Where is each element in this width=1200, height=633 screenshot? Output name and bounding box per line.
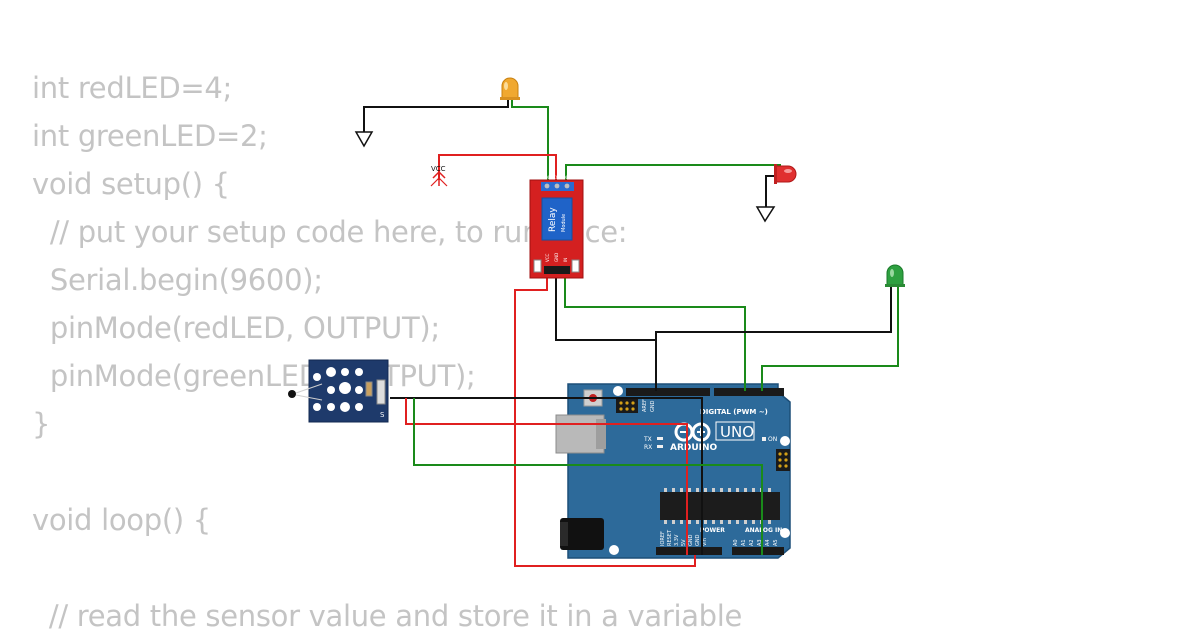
on-led: [762, 437, 766, 441]
wire-red[interactable]: [405, 398, 688, 555]
wire-green[interactable]: [511, 100, 549, 182]
code-line: void loop() {: [32, 503, 211, 537]
relay-bottom-pin-label: IN: [563, 258, 568, 262]
ground-symbol: [354, 131, 374, 148]
mounting-hole: [780, 528, 790, 538]
power-pin-label: RESET: [667, 529, 673, 546]
wire-black[interactable]: [390, 397, 703, 555]
thermistor-lead: [295, 383, 323, 394]
code-line: int redLED=4;: [32, 71, 232, 105]
mounting-hole: [613, 386, 623, 396]
sensor-pads: [313, 367, 363, 412]
thermistor-lead: [295, 394, 323, 401]
relay-terminal-screw: [554, 183, 560, 189]
analog-label: ANALOG IN: [745, 527, 782, 534]
wire-black[interactable]: [655, 285, 892, 340]
brand-label: ARDUINO: [670, 443, 718, 453]
dc-power-jack: [560, 518, 604, 550]
relay-coil: [541, 197, 573, 241]
wire-red[interactable]: [514, 278, 696, 567]
wire-green[interactable]: [761, 285, 899, 391]
code-line: Serial.begin(9600);: [32, 263, 323, 297]
on-label: ON: [768, 436, 777, 443]
sensor-header: [376, 379, 386, 405]
ground-symbol: [755, 206, 776, 223]
analog-pin-labels: A0 A1 A2 A3 A4 A5: [733, 539, 779, 546]
relay-terminal-screw: [564, 183, 570, 189]
arduino-uno-board[interactable]: DIGITAL (PWM ~) AREF GND ARDUINO UNO ON …: [555, 383, 791, 559]
aref-label: AREF: [642, 399, 648, 412]
temperature-sensor-module[interactable]: S: [288, 359, 389, 423]
power-pin-label: GND: [688, 534, 694, 546]
resistor: [365, 381, 373, 397]
mounting-hole: [780, 436, 790, 446]
wire-black[interactable]: [555, 278, 657, 391]
yellow-led[interactable]: [500, 77, 520, 100]
wire-red[interactable]: [438, 154, 557, 182]
analog-pin-label: A3: [757, 539, 763, 546]
relay-terminal-screw: [544, 183, 550, 189]
relay-mount: [571, 259, 580, 273]
analog-pin-label: A4: [765, 539, 771, 546]
power-header[interactable]: [656, 547, 722, 555]
code-line: int greenLED=2;: [32, 119, 268, 153]
code-line: pinMode(redLED, OUTPUT);: [32, 311, 440, 345]
relay-mount: [533, 259, 542, 273]
microcontroller-chip: [660, 488, 780, 524]
analog-pin-label: A1: [741, 539, 747, 546]
red-led[interactable]: [774, 164, 797, 184]
analog-header[interactable]: [732, 547, 784, 555]
tx-label: TX: [643, 436, 652, 443]
digital-label: DIGITAL (PWM ~): [700, 408, 768, 416]
code-line: void setup() {: [32, 167, 230, 201]
wire-black[interactable]: [765, 175, 776, 207]
code-line: // read the sensor value and store it in…: [40, 599, 743, 633]
dc-jack-inner: [560, 522, 568, 546]
icsp-header-right: [776, 449, 790, 471]
wire-black[interactable]: [363, 100, 509, 132]
vcc-label: VCC: [431, 165, 446, 173]
power-label: POWER: [700, 527, 725, 534]
relay-label: Relay: [548, 207, 558, 232]
gnd-label: GND: [650, 400, 656, 412]
digital-header[interactable]: [626, 388, 784, 396]
relay-top-pin-label: NC: [546, 175, 552, 180]
analog-pin-label: A0: [733, 539, 739, 546]
code-line: }: [32, 407, 51, 441]
power-pin-labels: IOREF RESET 3.3V 5V GND GND Vin: [660, 529, 708, 546]
relay-header: [544, 266, 570, 274]
green-led[interactable]: [885, 264, 905, 287]
sensor-pin-label: S: [380, 411, 385, 419]
power-pin-label: 5V: [681, 539, 687, 546]
model-label: UNO: [720, 423, 754, 441]
rx-label: RX: [644, 444, 652, 451]
power-pin-label: 3.3V: [674, 534, 680, 546]
analog-pin-label: A5: [773, 539, 779, 546]
vcc-symbol: [430, 171, 448, 187]
power-pin-label: Vin: [702, 538, 708, 546]
wire-green[interactable]: [565, 164, 781, 182]
wire-green[interactable]: [564, 278, 746, 391]
wires: [363, 100, 899, 567]
icsp-header: [616, 399, 638, 413]
tx-led: [657, 437, 663, 440]
analog-pin-label: A2: [749, 539, 755, 546]
relay-module[interactable]: Relay Module NC COM NO VCC GND IN: [529, 175, 584, 279]
power-pin-label: GND: [695, 534, 701, 546]
power-pin-label: IOREF: [660, 531, 666, 546]
model-box: [715, 421, 755, 441]
wire-green[interactable]: [413, 398, 763, 555]
mounting-hole: [609, 545, 619, 555]
code-line: // put your setup code here, to run once…: [32, 215, 628, 249]
relay-top-pin-label: COM: [553, 175, 563, 180]
usb-connector-edge: [596, 419, 606, 449]
thermistor: [288, 390, 296, 398]
relay-sublabel: Module: [561, 214, 567, 232]
rx-led: [657, 445, 663, 448]
relay-bottom-pin-label: VCC: [545, 253, 550, 262]
relay-bottom-pin-label: GND: [554, 253, 559, 262]
relay-top-pin-label: NO: [564, 175, 570, 180]
